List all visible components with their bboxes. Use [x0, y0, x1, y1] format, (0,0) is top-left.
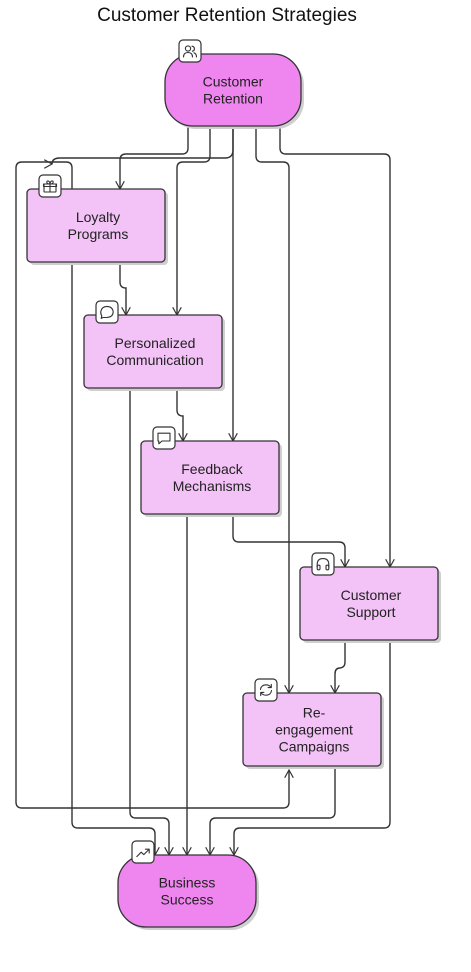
edge-loyalty-to-personalized	[119, 262, 126, 315]
node-box	[299, 566, 439, 641]
edge-retention-to-support	[279, 126, 390, 567]
node-label-line: Feedback	[181, 461, 243, 477]
node-label-line: Business	[159, 875, 216, 891]
node-label-line: Campaigns	[279, 739, 350, 755]
node-label-line: Personalized	[115, 335, 196, 351]
speech-bubble-icon	[95, 300, 119, 324]
headphones-icon	[311, 552, 335, 576]
edge-support-to-business	[234, 640, 391, 855]
node-label-line: Success	[161, 892, 214, 908]
node-box	[164, 53, 302, 127]
edge-retention-to-business	[52, 126, 234, 164]
node-label-line: Programs	[68, 226, 129, 242]
edge-support-to-reengagement	[335, 640, 346, 693]
edges-layer	[15, 126, 391, 855]
edge-retention-loop-to-business	[15, 161, 289, 809]
node-label-line: engagement	[275, 722, 353, 738]
edge-personalized-to-business	[129, 388, 169, 855]
edge-loyalty-to-business	[71, 262, 155, 855]
node-box	[242, 692, 382, 767]
edge-reengagement-to-business	[210, 766, 336, 855]
node-label-line: Mechanisms	[173, 478, 252, 494]
node-label-line: Support	[346, 604, 395, 620]
node-box	[26, 188, 166, 263]
node-label-line: Loyalty	[76, 209, 120, 225]
edge-personalized-to-feedback	[176, 388, 183, 441]
node-label-line: Customer	[203, 74, 264, 90]
users-icon	[178, 39, 202, 63]
gift-icon	[38, 174, 62, 198]
nodes-layer: CustomerRetentionLoyaltyProgramsPersonal…	[26, 39, 441, 930]
node-box	[117, 854, 257, 928]
node-label-line: Retention	[203, 91, 263, 107]
node-box	[83, 314, 223, 389]
edge-retention-to-reengagement	[255, 126, 289, 693]
trending-up-icon	[131, 840, 155, 864]
edge-feedback-to-support	[232, 514, 345, 567]
message-square-icon	[152, 426, 176, 450]
node-box	[140, 440, 280, 515]
node-label-line: Communication	[106, 352, 203, 368]
diagram-title: Customer Retention Strategies	[97, 5, 357, 26]
refresh-icon	[254, 678, 278, 702]
node-label-line: Re-	[303, 705, 326, 721]
node-label-line: Customer	[341, 587, 402, 603]
